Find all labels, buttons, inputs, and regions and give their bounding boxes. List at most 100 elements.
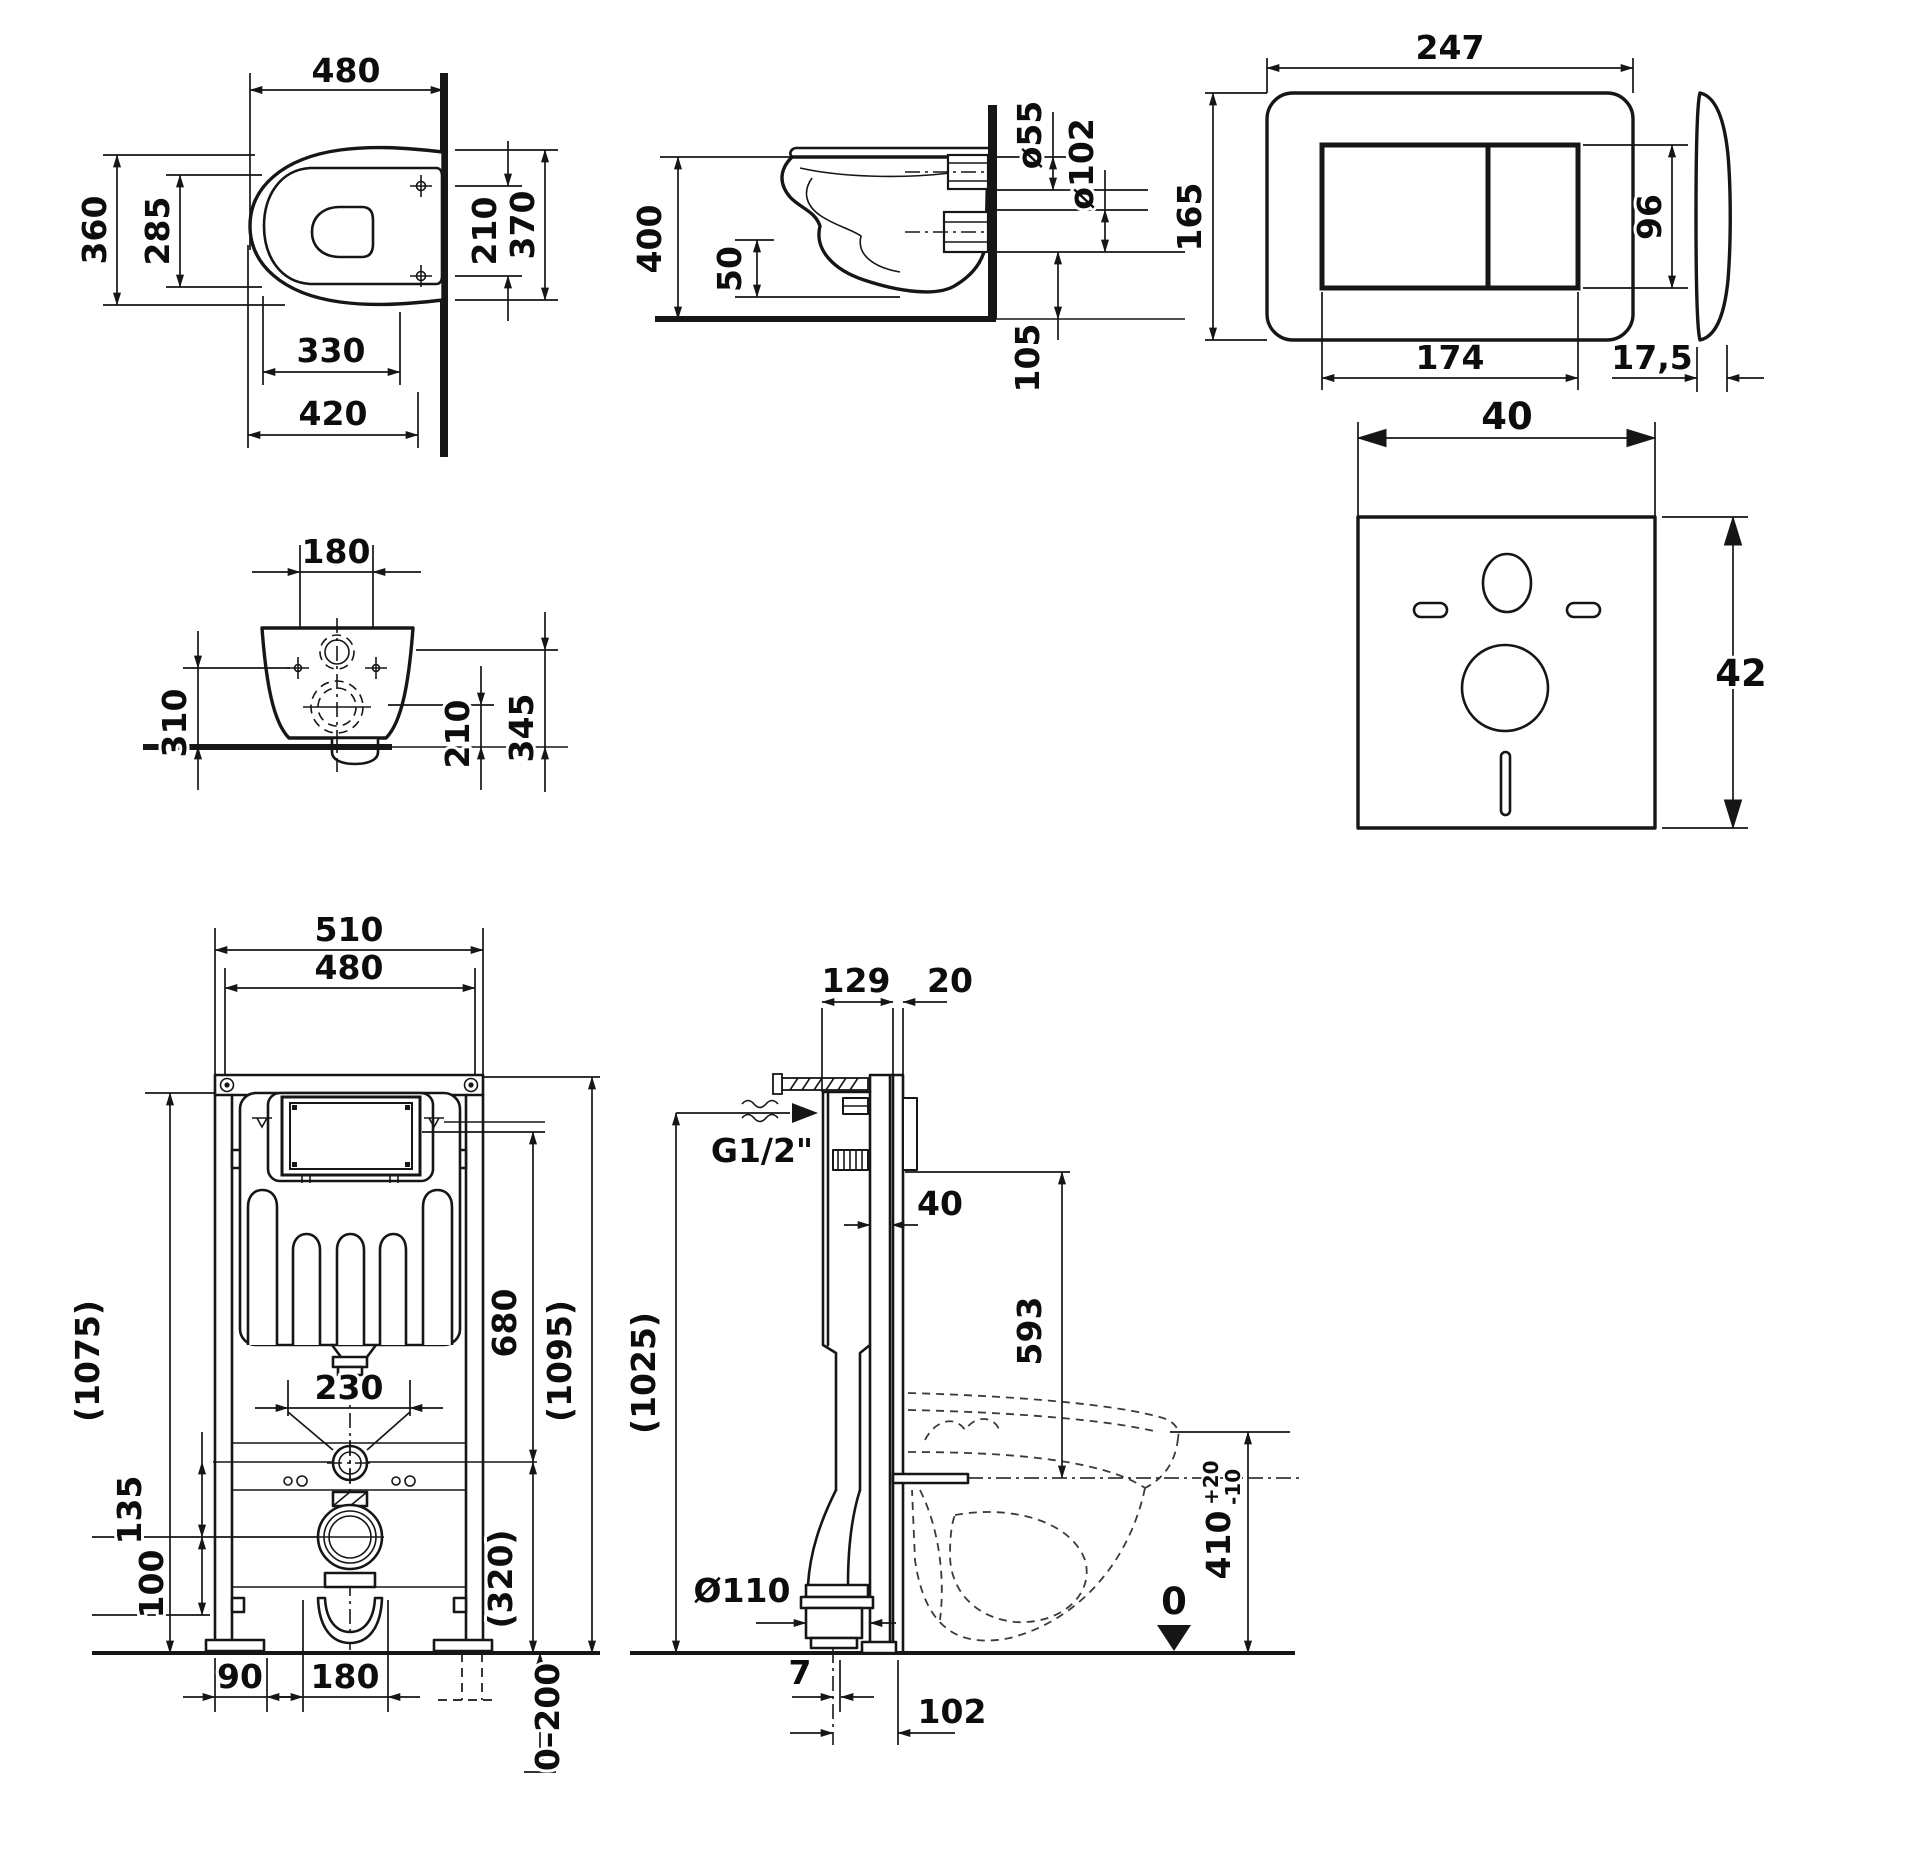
dim-1075: [145, 1092, 215, 1654]
inlet-spigot: [905, 153, 994, 191]
dim-40: [1356, 422, 1657, 517]
actuator-opening: [266, 1091, 435, 1183]
dim-label-front-offset: 20: [927, 961, 973, 1000]
dim-180f: [271, 1600, 420, 1712]
dim-label-top-height: (1095): [540, 1300, 579, 1422]
dim-310: [183, 631, 290, 790]
dim-180: [252, 545, 421, 628]
dim-17-5: [1612, 345, 1764, 392]
cistern-side: [821, 1090, 918, 1492]
dim-label-seat-tol-plus: +20: [1199, 1460, 1223, 1505]
bowl-profile: [780, 155, 990, 294]
dim-330: [262, 296, 401, 385]
dim-410: [1170, 1431, 1290, 1654]
dim-480f: [224, 968, 476, 1075]
drain-elbow-side: [799, 1488, 875, 1745]
dim-label-foot-width: 90: [217, 1657, 263, 1696]
dim-label-plate-height: 165: [1170, 183, 1209, 252]
dim-label-drain-dia: Ø110: [694, 1571, 791, 1610]
dim-label-overall-depth: 360: [75, 196, 114, 265]
dim-label-plate-width: 247: [1416, 28, 1485, 67]
dim-102: [790, 1660, 955, 1745]
dim-129: [821, 997, 894, 1092]
dim-50: [735, 239, 900, 298]
dim-label-depth: 129: [822, 961, 891, 1000]
dim-480: [249, 73, 444, 250]
dim-100: [92, 1536, 210, 1616]
level-marks: [252, 1117, 545, 1129]
wall-anchor-screw: [772, 1073, 869, 1095]
dim-label-button-width: 174: [1416, 338, 1485, 377]
dim-label-outlet-height: 210: [438, 700, 477, 769]
flush-funnel: [330, 1343, 378, 1377]
dim-label-bolt-spacing: 210: [465, 197, 504, 266]
dim-label-seat-length: 330: [297, 331, 366, 370]
dim-400: [660, 156, 790, 320]
pad-bottom-slot: [1499, 750, 1512, 817]
dashed-bowl-silhouette: [907, 1392, 1180, 1642]
dim-label-seat-tol-minus: -10: [1221, 1469, 1245, 1505]
floor-zero-marker: [1157, 1625, 1191, 1651]
dim-label-seat-height: 410: [1199, 1511, 1238, 1580]
water-connection-symbol: [676, 1099, 818, 1123]
dim-label-profile-depth: 40: [917, 1184, 963, 1223]
dim-label-outlet-axis: 100: [132, 1550, 171, 1619]
bowl-inner-lines: [799, 167, 951, 273]
dim-label-total-height: (1075): [68, 1300, 107, 1422]
dim-174: [1321, 292, 1579, 390]
dim-40s: [844, 1190, 918, 1230]
bowl-fixing-rod: [891, 1472, 1300, 1485]
dim-label-leg-range: 0–200: [528, 1663, 567, 1771]
dim-label-inlet-height: (1025): [624, 1312, 663, 1434]
dim-96: [1583, 144, 1688, 289]
dim-label-pad-height: 42: [1715, 652, 1767, 695]
dim-label-pipe-spacing: 230: [315, 1368, 384, 1407]
dim-165: [1205, 92, 1267, 341]
dim-360: [103, 154, 285, 306]
dim-label-actuator-height: 680: [485, 1289, 524, 1358]
dim-label-frame-width: 510: [315, 910, 384, 949]
pad-slot-right: [1565, 601, 1602, 619]
frame-rail-side: [860, 1073, 905, 1655]
dim-label-axis-offset: 135: [110, 1476, 149, 1545]
mounting-bolt-marks: [410, 175, 432, 287]
dim-label-pad-width: 40: [1481, 395, 1533, 438]
toilet-top-view: 480 360 285 330 420 210 370: [72, 48, 558, 457]
dim-370: [455, 149, 558, 301]
toilet-front-view: 180 310 210 345: [143, 529, 568, 792]
label-floor-level: 0: [1161, 1580, 1187, 1623]
dim-label-bowl-fixing-height: 593: [1010, 1297, 1049, 1366]
dim-o102: [990, 170, 1185, 253]
dim-label-wall-depth: 370: [503, 191, 542, 260]
plate-side-profile: [1694, 91, 1732, 342]
dim-680: [422, 1131, 545, 1463]
inlet-hole: [324, 639, 350, 665]
pad-slot-left: [1412, 601, 1449, 619]
dim-label-seat-width: 285: [138, 197, 177, 266]
dim-label-inlet-height: 345: [502, 694, 541, 763]
dim-label-bolt-height: 310: [155, 689, 194, 758]
outlet-spigot: [905, 210, 994, 254]
dim-label-thickness: 17,5: [1611, 338, 1692, 377]
seat-opening: [310, 205, 375, 259]
dim-247: [1266, 58, 1634, 93]
cistern-ribs: [246, 1188, 454, 1345]
dim-label-drain-depth: 102: [918, 1692, 987, 1731]
inlet-hole-dashed: [319, 634, 355, 670]
flush-plate-view: 247 165 96 174 17,5: [1167, 25, 1764, 392]
label-water-connection: G1/2": [711, 1131, 813, 1170]
pad-outlet-hole: [1460, 643, 1550, 733]
dim-label-inlet-dia: ø55: [1010, 101, 1049, 170]
dim-510: [214, 928, 484, 1075]
frame-corner-screws: [219, 1077, 479, 1093]
dim-593: [905, 1171, 1070, 1479]
dim-230: [255, 1380, 443, 1451]
dim-label-bolt-spacing: 180: [302, 532, 371, 571]
dim-label-overall-width: 480: [312, 51, 381, 90]
dim-label-bowl-length: 420: [299, 394, 368, 433]
small-button: [1485, 142, 1581, 291]
large-button: [1319, 142, 1491, 291]
dim-42: [1662, 515, 1748, 830]
